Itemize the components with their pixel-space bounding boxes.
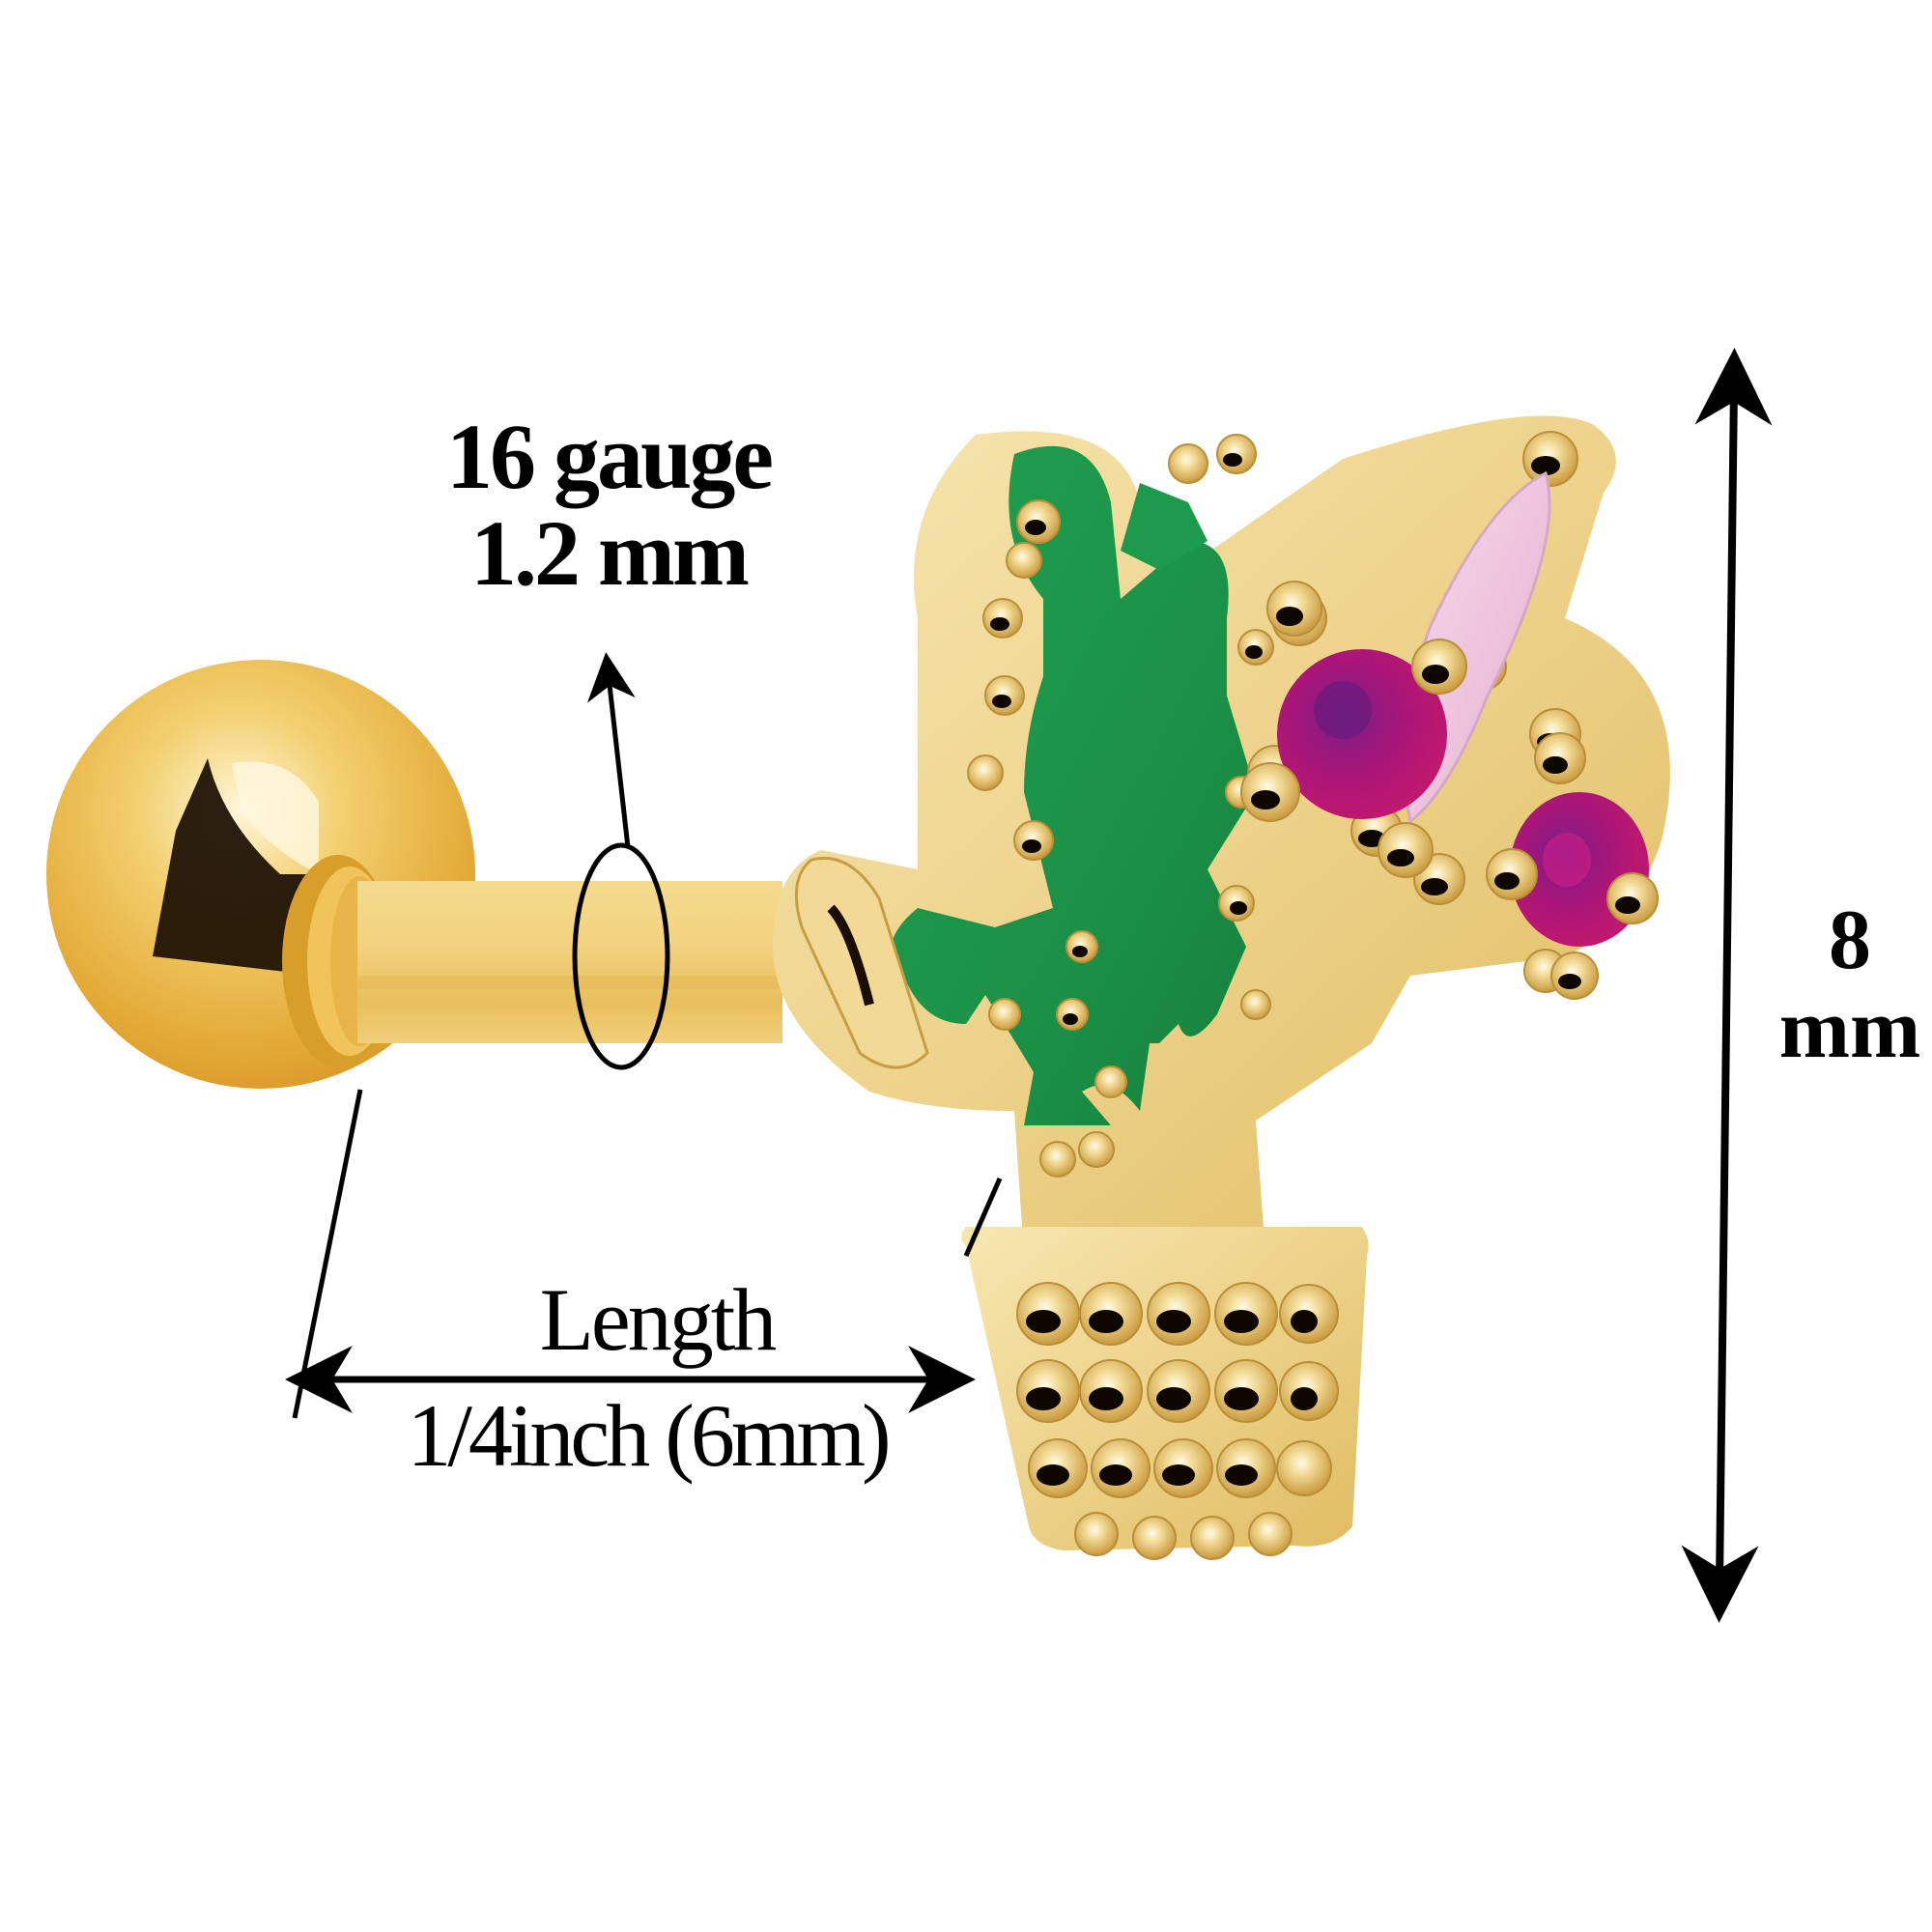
double-arrow-vertical-icon	[1681, 348, 1773, 1623]
gauge-label: 16 gauge 1.2 mm	[425, 411, 792, 604]
height-value: 8	[1829, 894, 1871, 987]
circle-outline-icon	[572, 842, 670, 1070]
gauge-value: 16 gauge	[446, 405, 774, 508]
length-value: 1/4inch (6mm)	[407, 1386, 891, 1485]
cactus-pot	[961, 1227, 1369, 1560]
height-indicator	[1681, 348, 1773, 1623]
gauge-indicator	[572, 652, 670, 1070]
magenta-gem-upper	[1277, 649, 1447, 819]
length-indicator	[285, 1089, 1003, 1419]
height-label: 8 mm	[1758, 898, 1932, 1076]
gauge-mm-value: 1.2 mm	[470, 501, 750, 605]
length-label: Length	[539, 1270, 778, 1369]
arrow-up-icon	[586, 652, 636, 848]
barbell-shaft	[357, 881, 782, 1043]
cactus-charm	[773, 415, 1670, 1560]
height-unit: mm	[1778, 982, 1921, 1076]
